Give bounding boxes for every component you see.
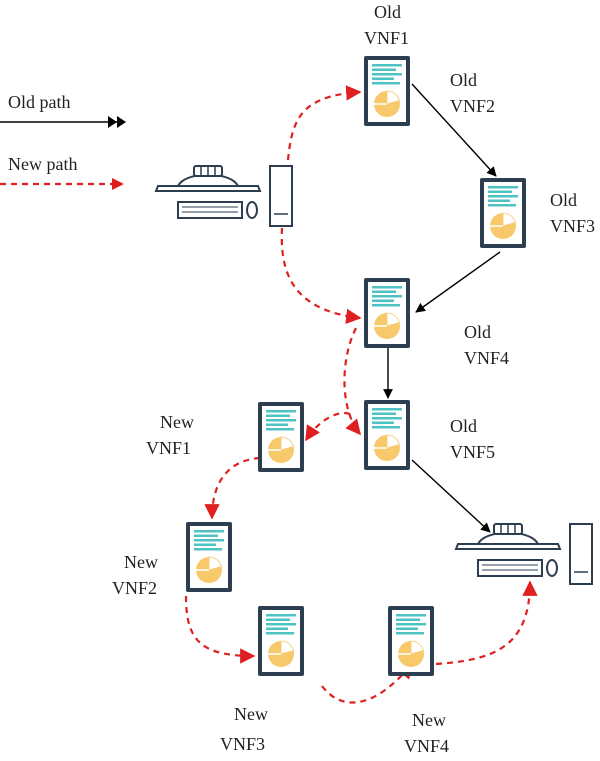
- old-vnf2-label-line2: VNF2: [450, 96, 495, 116]
- old-vnf5-server-icon: [363, 399, 411, 471]
- legend-old-path-arrow-icon: [108, 116, 126, 128]
- old-vnf5-label: Old VNF5: [450, 416, 495, 462]
- old-vnf2-label: Old VNF2: [450, 70, 495, 116]
- legend-old-path-label: Old path: [8, 92, 71, 112]
- legend-new-path-label: New path: [8, 154, 77, 174]
- old-path-edge-vnf5-host: [411, 459, 491, 533]
- new-path-edge-oldvnf4-oldvnf5: [343, 327, 361, 436]
- new-path-edge-host-oldvnf1: [286, 85, 362, 161]
- old-path-edge-vnf3-vnf4: [415, 251, 501, 313]
- old-vnf2-label-line1: Old: [450, 70, 477, 90]
- destination-computer-icon: [455, 523, 593, 585]
- new-vnf4-server-icon: [387, 605, 435, 677]
- new-path-edge-newvnf1-newvnf2: [204, 456, 261, 520]
- new-vnf1-label: New VNF1: [146, 412, 194, 458]
- new-vnf2-label-line2: VNF2: [112, 578, 157, 598]
- new-vnf1-server-icon: [257, 401, 305, 473]
- legend: Old path New path: [0, 92, 126, 190]
- old-vnf1-server-icon: [363, 55, 411, 127]
- old-vnf4-label: Old VNF4: [464, 322, 509, 368]
- old-vnf4-label-line2: VNF4: [464, 348, 509, 368]
- old-path-edge-vnf1-vnf3: [411, 83, 497, 177]
- old-vnf4-label-line1: Old: [464, 322, 491, 342]
- old-vnf5-label-line2: VNF5: [450, 442, 495, 462]
- new-vnf1-label-line2: VNF1: [146, 438, 191, 458]
- old-vnf4-server-icon: [363, 277, 411, 349]
- new-vnf4-label-line2: VNF4: [404, 736, 449, 756]
- new-vnf3-label-line1: New: [234, 704, 268, 724]
- new-vnf2-label-line1: New: [124, 552, 158, 572]
- new-vnf3-label: New VNF3: [220, 704, 268, 754]
- new-vnf4-label: New VNF4: [404, 710, 449, 756]
- old-vnf3-server-icon: [479, 177, 527, 249]
- old-vnf1-label: Old VNF1: [364, 2, 409, 48]
- new-vnf4-label-line1: New: [412, 710, 446, 730]
- old-vnf3-label: Old VNF3: [550, 190, 595, 236]
- old-vnf1-label-line2: VNF1: [364, 28, 409, 48]
- old-path: [383, 83, 501, 533]
- new-vnf1-label-line1: New: [160, 412, 194, 432]
- old-vnf5-label-line1: Old: [450, 416, 477, 436]
- old-vnf1-label-line1: Old: [374, 2, 401, 22]
- new-path-edge-to-newvnf1: [305, 411, 351, 442]
- legend-new-path-arrow-icon: [112, 178, 124, 190]
- new-path-edge-host-oldvnf4: [280, 227, 362, 325]
- new-path: [184, 85, 538, 704]
- new-path-edge-newvnf2-newvnf3: [184, 595, 256, 664]
- new-vnf2-server-icon: [185, 521, 233, 593]
- old-vnf3-label-line1: Old: [550, 190, 577, 210]
- new-vnf3-server-icon: [257, 605, 305, 677]
- new-vnf3-label-line2: VNF3: [220, 734, 265, 754]
- new-path-edge-newvnf3-newvnf4: [321, 662, 413, 704]
- old-vnf3-label-line2: VNF3: [550, 216, 595, 236]
- new-vnf2-label: New VNF2: [112, 552, 158, 598]
- new-path-edge-newvnf4-host: [435, 580, 538, 666]
- source-computer-icon: [155, 165, 293, 227]
